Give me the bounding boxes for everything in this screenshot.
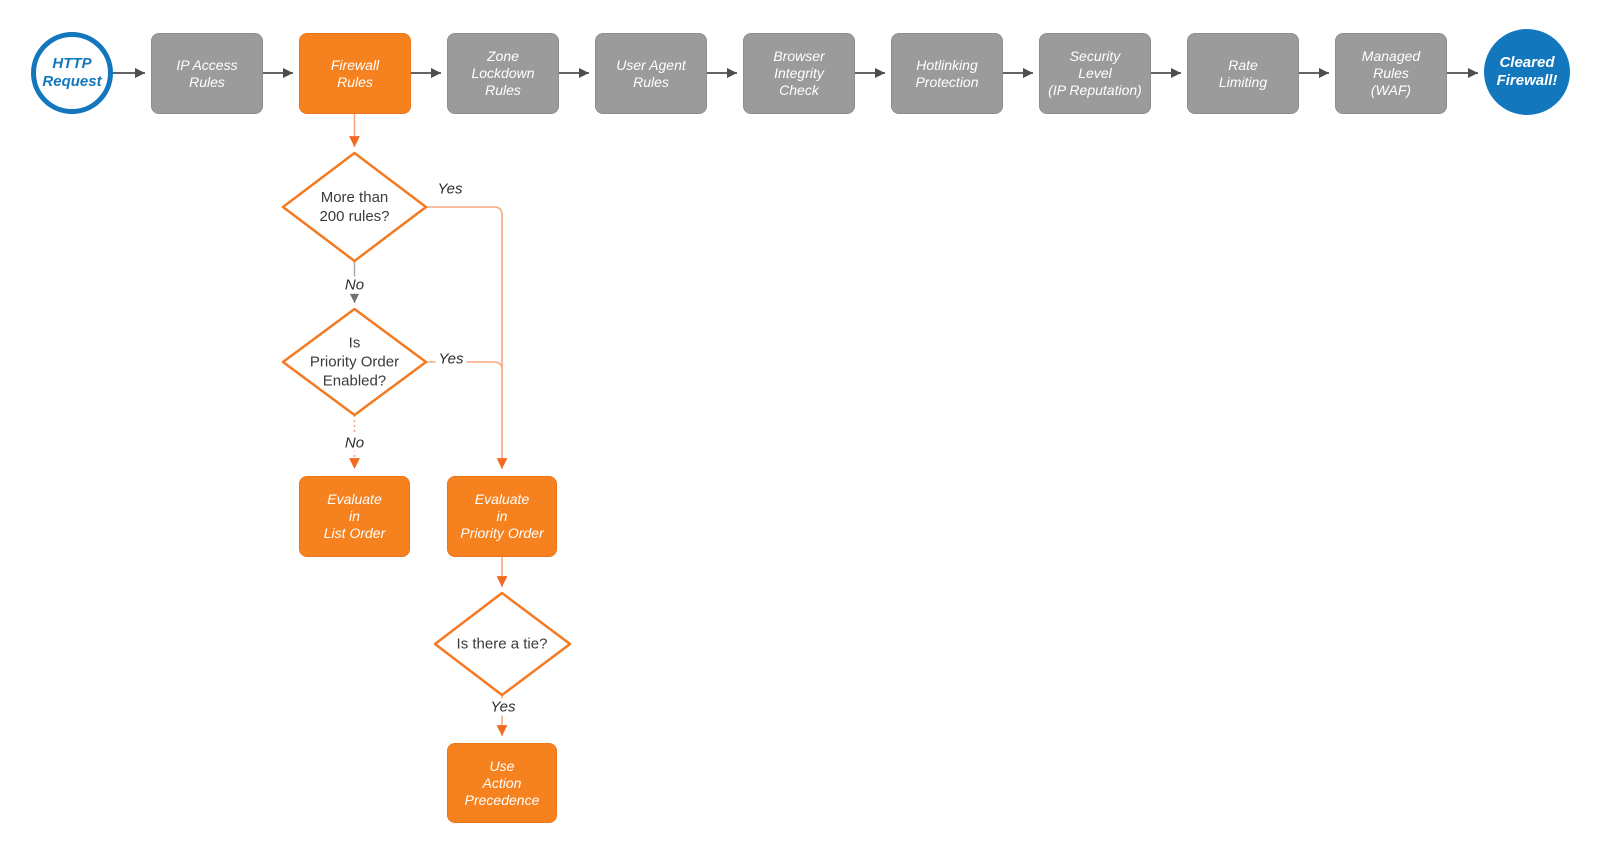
decision-label-tie: Is there a tie? bbox=[456, 635, 548, 653]
decision-diamond-tie bbox=[433, 591, 572, 697]
edge-label-d1-no: No bbox=[341, 276, 368, 294]
pipeline-step-browser-integrity-check: Browser Integrity Check bbox=[743, 33, 855, 114]
decision-label-rules-count: More than 200 rules? bbox=[319, 189, 390, 225]
pipeline-step-hotlinking-protection: Hotlinking Protection bbox=[891, 33, 1003, 114]
pipeline-step-user-agent-rules: User Agent Rules bbox=[595, 33, 707, 114]
decision-diamonds bbox=[281, 151, 572, 697]
action-box-use-action-precedence: Use Action Precedence bbox=[447, 743, 557, 823]
edge-label-d2-yes: Yes bbox=[435, 350, 467, 368]
pipeline-step-security-level: Security Level (IP Reputation) bbox=[1039, 33, 1151, 114]
connector-d1-yes bbox=[426, 206, 508, 469]
decision-diamond-priority-enabled bbox=[281, 307, 428, 417]
pipeline-step-rate-limiting: Rate Limiting bbox=[1187, 33, 1299, 114]
edge-label-d3-yes: Yes bbox=[487, 698, 519, 716]
pipeline-step-zone-lockdown-rules: Zone Lockdown Rules bbox=[447, 33, 559, 114]
action-box-evaluate-priority-order: Evaluate in Priority Order bbox=[447, 476, 557, 557]
pipeline-step-ip-access-rules: IP Access Rules bbox=[151, 33, 263, 114]
connector-d2-yes bbox=[427, 361, 503, 371]
start-node-http-request: HTTP Request bbox=[31, 32, 113, 114]
pipeline-step-firewall-rules: Firewall Rules bbox=[299, 33, 411, 114]
end-node-cleared-firewall: Cleared Firewall! bbox=[1484, 29, 1570, 115]
edge-label-d1-yes: Yes bbox=[434, 180, 466, 198]
decision-diamond-rules-count bbox=[281, 151, 428, 263]
action-box-evaluate-list-order: Evaluate in List Order bbox=[299, 476, 410, 557]
edge-label-d2-no: No bbox=[341, 434, 368, 452]
pipeline-step-managed-rules-waf: Managed Rules (WAF) bbox=[1335, 33, 1447, 114]
decision-label-priority-enabled: Is Priority Order Enabled? bbox=[309, 334, 400, 390]
